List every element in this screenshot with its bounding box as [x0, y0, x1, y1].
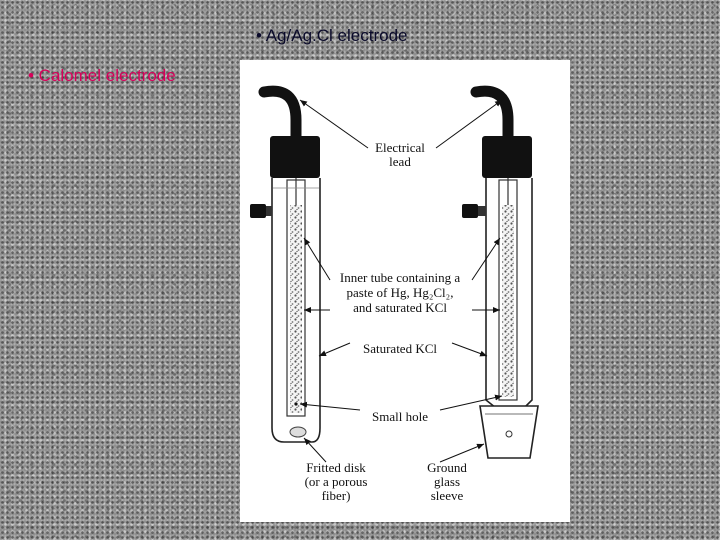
left-cable [258, 85, 302, 146]
label-electrical-lead-2: lead [389, 154, 411, 169]
left-stopper [250, 204, 266, 218]
label-small-hole: Small hole [372, 409, 428, 424]
label-ground-glass-1: Ground [427, 460, 467, 475]
label-inner-tube-3: and saturated KCl [353, 300, 447, 315]
label-inner-tube-2: paste of Hg, Hg₂Cl₂, [347, 285, 454, 300]
slide-title-ag-agcl: • Ag/Ag.Cl electrode [256, 26, 408, 45]
label-fritted-disk-3: fiber) [322, 488, 351, 503]
electrode-diagram-svg: Electrical lead Inner tube containing a … [250, 85, 539, 503]
label-ground-glass-2: glass [434, 474, 460, 489]
agagcl-electrode [462, 85, 539, 459]
left-cap [270, 136, 320, 178]
label-fritted-disk-1: Fritted disk [306, 460, 366, 475]
label-electrical-lead-1: Electrical [375, 140, 425, 155]
label-inner-tube-1: Inner tube containing a [340, 270, 460, 285]
label-fritted-disk-2: (or a porous [305, 474, 368, 489]
right-cable [470, 85, 514, 146]
slide-title-calomel: • Calomel electrode [28, 66, 176, 85]
ground-glass-sleeve [479, 405, 539, 459]
calomel-electrode [250, 85, 321, 443]
label-ground-glass-3: sleeve [431, 488, 464, 503]
right-cap [482, 136, 532, 178]
right-stopper [462, 204, 478, 218]
left-paste [290, 205, 302, 413]
electrode-diagram: Electrical lead Inner tube containing a … [240, 60, 570, 522]
leader-lines [299, 99, 503, 463]
right-paste [502, 205, 514, 397]
label-saturated-kcl: Saturated KCl [363, 341, 437, 356]
